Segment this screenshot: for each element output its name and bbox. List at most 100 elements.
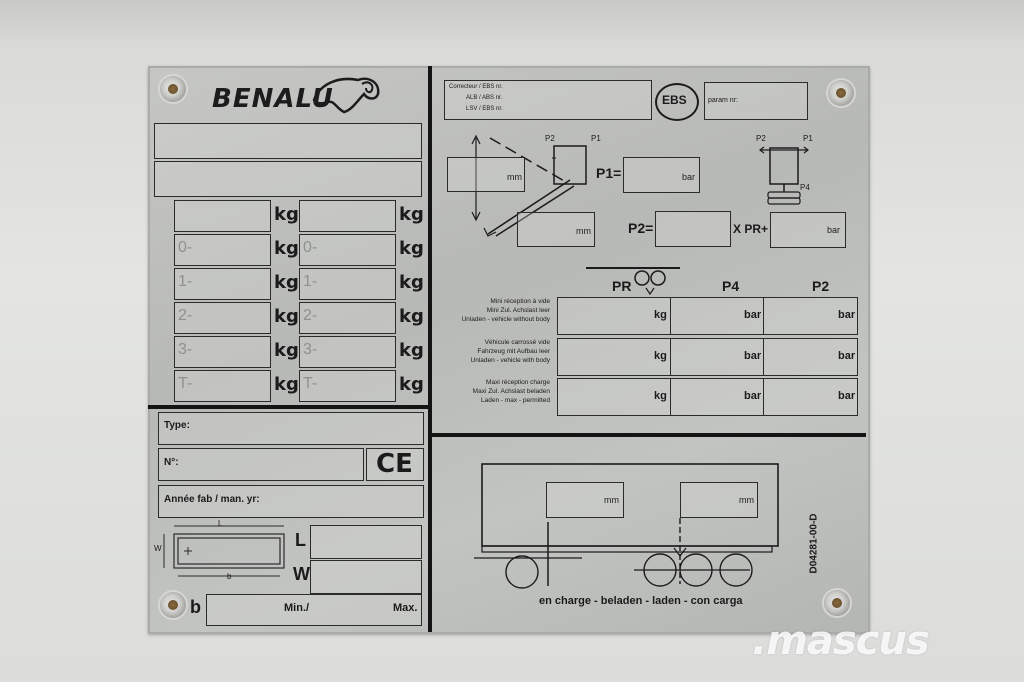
minmax-field <box>206 594 422 626</box>
load-row-label: Fahrzeug mit Aufbau leer <box>477 348 550 355</box>
identification-plate <box>148 66 870 634</box>
xpr-label: X PR+ <box>733 222 769 236</box>
load-row-label: Maxi réception charge <box>486 379 550 386</box>
lever-length-field <box>447 157 525 192</box>
load-cell-unit: bar <box>838 309 856 321</box>
weight-field-left <box>174 268 271 300</box>
weight-unit-right: kg <box>399 204 424 225</box>
param-field <box>704 82 808 120</box>
dim-label-b: b <box>227 572 232 581</box>
weight-prefix-left: 3- <box>178 341 193 358</box>
load-cell-unit: bar <box>744 390 762 402</box>
corrector-line-1: Correcteur / EBS nr. <box>449 84 503 90</box>
width-field <box>310 560 422 594</box>
load-cell-unit: kg <box>654 390 667 402</box>
load-cell <box>763 378 858 416</box>
load-cell <box>557 338 671 376</box>
pr-field <box>770 212 846 248</box>
p1-small-label-b: P1 <box>803 134 813 143</box>
load-row-label: Mini Zul. Achslast leer <box>486 307 550 314</box>
bar-unit-2: bar <box>827 225 841 235</box>
mm-unit-1: mm <box>507 172 522 182</box>
trailer-frame <box>0 0 1024 40</box>
weight-unit-right: kg <box>399 374 424 395</box>
ram-logo-icon <box>312 77 380 114</box>
weight-unit-right: kg <box>399 340 424 361</box>
weight-unit-right: kg <box>399 238 424 259</box>
weight-field-left <box>174 336 271 368</box>
ebs-badge <box>655 83 699 121</box>
load-length-field-a <box>546 482 624 518</box>
weight-field-right <box>299 234 396 266</box>
year-field <box>158 485 424 518</box>
ce-box <box>366 448 424 481</box>
weight-field-right <box>299 200 396 232</box>
rivet-bottom-right <box>824 590 850 616</box>
load-cell <box>763 338 858 376</box>
load-row-label: Unladen - vehicle without body <box>461 316 550 323</box>
length-label: L <box>295 530 306 550</box>
max-label: Max. <box>393 602 418 614</box>
load-table-header: P4 <box>722 278 740 294</box>
bar-unit-1: bar <box>682 172 696 182</box>
p1-field <box>623 157 700 193</box>
corrector-line-3: LSV / EBS nr. <box>466 106 503 112</box>
rivet-top-right <box>828 80 854 106</box>
weight-field-left <box>174 302 271 334</box>
load-row-label: Maxi Zul. Achslast beladen <box>472 388 550 395</box>
weight-field-left <box>174 200 271 232</box>
weight-prefix-right: 3- <box>303 341 318 358</box>
trailer-diagram <box>474 463 779 589</box>
p4-small-label: P4 <box>800 183 810 192</box>
weight-prefix-right: 1- <box>303 273 318 290</box>
weight-prefix-left: 2- <box>178 307 193 324</box>
right-divider <box>430 433 866 437</box>
p1-small-label: P1 <box>591 134 601 143</box>
serial-number-field <box>158 448 364 481</box>
weight-unit-left: kg <box>274 306 299 327</box>
center-divider <box>428 66 432 632</box>
p2-equation: P2= <box>628 220 654 236</box>
dimension-diagram <box>163 525 285 577</box>
weight-field-left <box>174 234 271 266</box>
weight-unit-right: kg <box>399 272 424 293</box>
min-label: Min./ <box>284 602 310 614</box>
weight-field-right <box>299 370 396 402</box>
type-label: Type: <box>164 420 190 431</box>
width-label: W <box>293 564 310 584</box>
weight-field-right <box>299 268 396 300</box>
weight-prefix-left: 0- <box>178 239 193 256</box>
weight-prefix-left: 1- <box>178 273 193 290</box>
load-cell <box>763 297 858 335</box>
load-cell-unit: kg <box>654 350 667 362</box>
vin-field <box>154 123 422 159</box>
ebs-badge-label: EBS <box>662 93 687 107</box>
trailer-caption: en charge - beladen - laden - con carga <box>539 595 743 607</box>
valve-lever-diagram <box>471 134 587 237</box>
mm-unit-b: mm <box>739 495 754 505</box>
b-label: b <box>190 597 201 617</box>
load-table-header: P2 <box>812 278 830 294</box>
brand-logo: BENALU <box>212 84 334 114</box>
p1-equation: P1= <box>596 165 622 181</box>
mascus-watermark: .mascus <box>752 618 930 664</box>
weight-field-left <box>174 370 271 402</box>
weight-unit-left: kg <box>274 374 299 395</box>
dim-label-l: L <box>218 519 223 528</box>
load-row-label: Laden - max - permitted <box>480 397 550 404</box>
serial-number-label: N°: <box>164 457 179 468</box>
load-row-label: Unladen - vehicle with body <box>470 357 551 364</box>
ce-mark: CE <box>376 449 413 479</box>
load-cell <box>557 297 671 335</box>
drawing-reference: D04281-00-D <box>808 513 820 574</box>
load-cell-unit: bar <box>744 309 762 321</box>
load-cell <box>557 378 671 416</box>
load-cell <box>670 338 764 376</box>
load-cell-unit: bar <box>744 350 762 362</box>
left-divider <box>148 405 430 409</box>
axle-icon <box>586 267 680 296</box>
load-table-header: PR <box>612 278 632 294</box>
weight-unit-left: kg <box>274 204 299 225</box>
lever-length-field-2 <box>517 212 595 247</box>
rivet-bottom-left <box>160 592 186 618</box>
